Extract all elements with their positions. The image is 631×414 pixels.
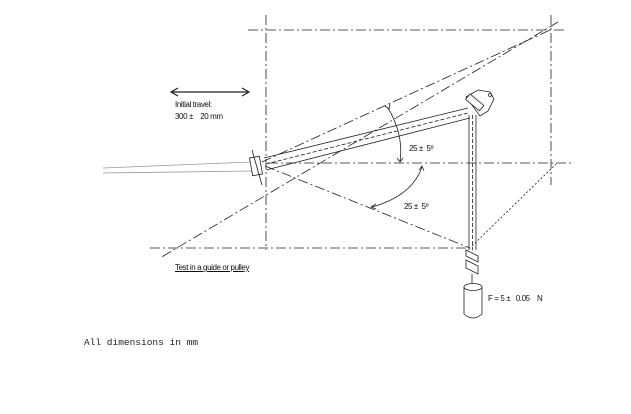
travel-value: 300 ± 20 mm <box>175 112 223 121</box>
upper-angle-label: 25 ± 5º <box>409 144 434 153</box>
vertical-cable <box>468 115 477 250</box>
angle-arcs <box>370 103 425 210</box>
end-clamp <box>249 149 263 186</box>
lower-angle-label: 25 ± 5º <box>404 202 429 211</box>
construction-lines <box>150 15 572 259</box>
rod <box>263 107 471 171</box>
initial-travel-label: Initial travel: <box>175 100 212 109</box>
dimensions-note: All dimensions in mm <box>84 337 199 348</box>
travel-arrow <box>169 87 251 97</box>
force-label: F = 5 ± 0.05 N <box>488 294 543 303</box>
weight <box>463 283 483 319</box>
pulley-head <box>464 89 495 117</box>
dotted-line <box>471 163 557 247</box>
guide-note: Test in a guide or pulley <box>175 263 250 272</box>
hook <box>465 249 479 285</box>
cable <box>102 161 253 174</box>
